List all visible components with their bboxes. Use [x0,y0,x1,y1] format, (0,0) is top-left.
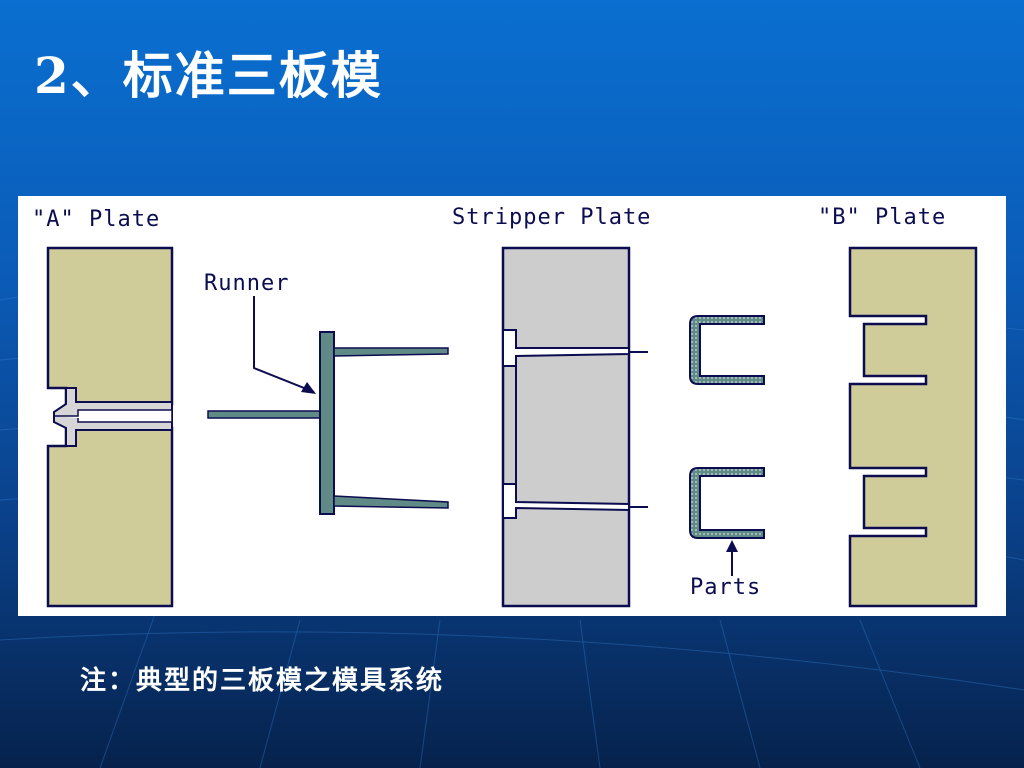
three-plate-mold-diagram: "A" Plate Stripper Plate "B" Plate Runne… [32,205,978,608]
stripper-plate-label: Stripper Plate [452,205,651,230]
stripper-plate-body [501,246,631,608]
a-plate [46,246,174,608]
runner-label: Runner [204,271,289,296]
runner-branch-top [333,347,449,357]
stripper-runner-top [502,329,630,367]
parts-label: Parts [690,575,761,600]
b-plate-label: "B" Plate [818,205,946,230]
b-plate [848,246,978,608]
parts-arrowhead [726,540,738,552]
a-plate-upper [46,246,174,406]
sprue-runner [207,410,321,419]
a-plate-lower [46,426,174,608]
b-plate-body [848,246,978,608]
runner-vertical [319,331,335,515]
molded-parts [689,315,765,576]
a-plate-label: "A" Plate [32,207,160,232]
runner-pointer-arrow [253,296,315,393]
footnote: 注：典型的三板模之模具系统 [80,666,445,696]
part-bottom [689,467,765,539]
stripper-plate [501,246,648,608]
part-top [689,315,765,385]
slide-title: 2、标准三板模 [34,46,383,105]
mold-diagram-panel: "A" Plate Stripper Plate "B" Plate Runne… [18,196,1006,616]
sprue-channel [54,409,173,423]
runner-arrowhead [301,382,316,394]
runner-branch-bottom [333,495,449,509]
runner-system [207,296,449,515]
